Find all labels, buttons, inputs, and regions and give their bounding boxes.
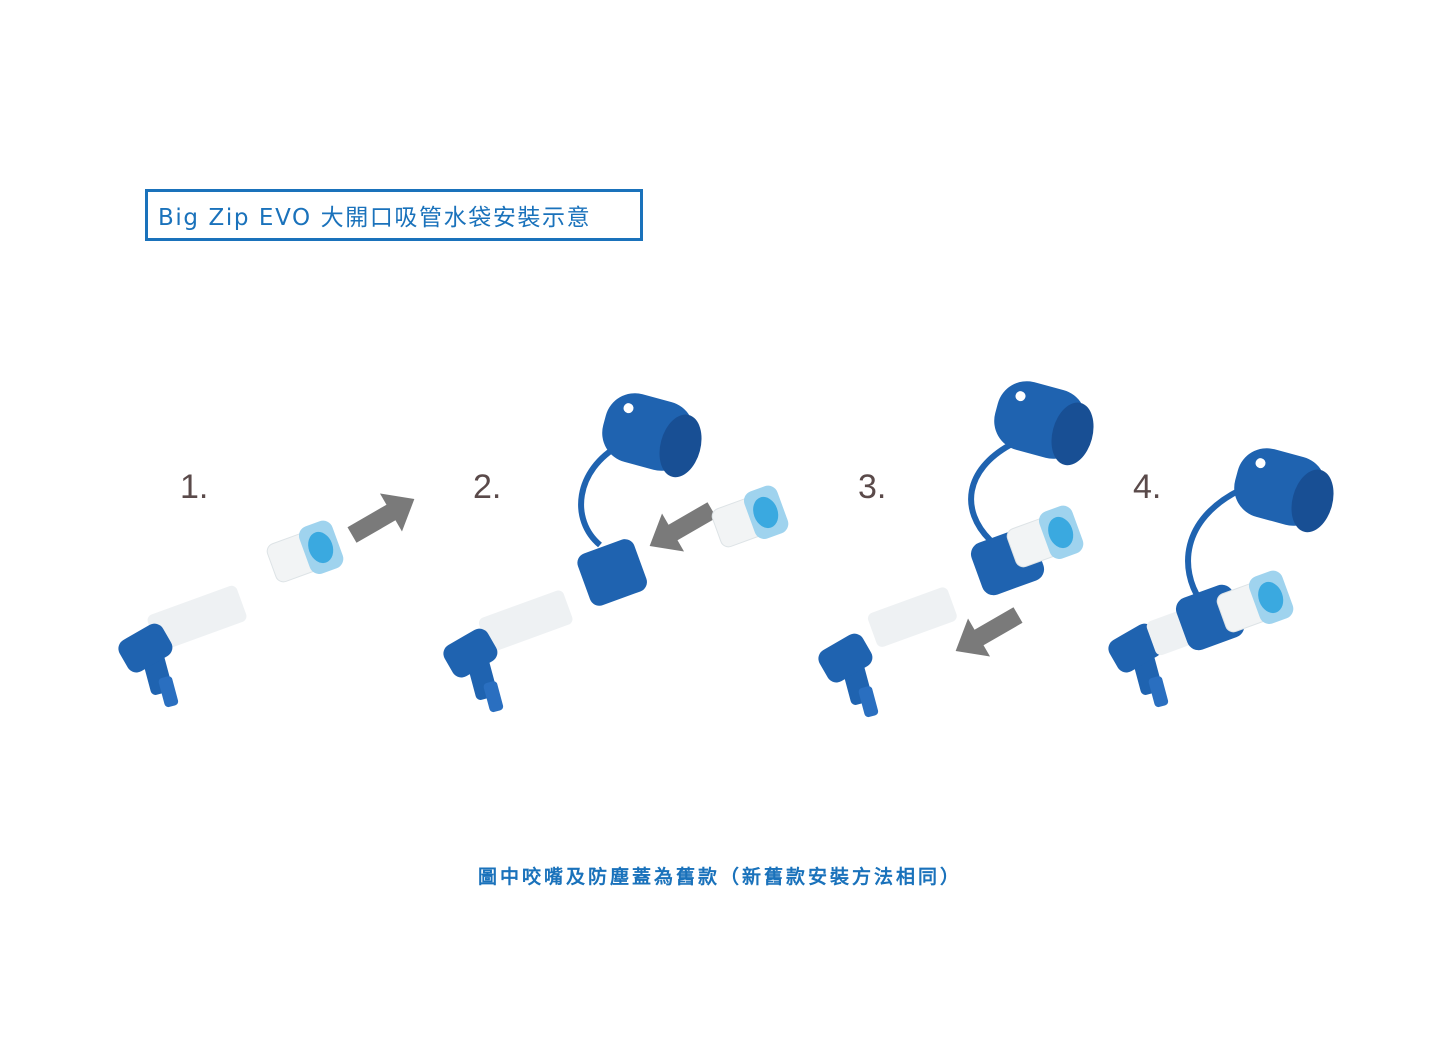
bite-valve-elbow-icon (814, 629, 880, 718)
arrow-icon (341, 479, 426, 555)
step-1-label: 1. (180, 468, 209, 506)
step-3-illustration (814, 374, 1103, 718)
arrow-icon (638, 490, 723, 566)
valve-icon (262, 517, 347, 590)
step-1-illustration (114, 479, 426, 708)
valve-icon (707, 482, 792, 555)
step-3-label: 3. (858, 468, 887, 506)
dust-cap-icon (1226, 441, 1343, 537)
step-2-illustration (439, 386, 792, 713)
diagram-title: Big Zip EVO 大開口吸管水袋安裝示意 (158, 205, 592, 231)
dust-cover-base-icon (577, 539, 647, 606)
tether-icon (968, 442, 1012, 543)
dust-cap-icon (594, 386, 711, 482)
dust-cap-icon (986, 374, 1103, 470)
tube-icon (478, 590, 573, 652)
title-box: Big Zip EVO 大開口吸管水袋安裝示意 (145, 189, 643, 241)
step-4-label: 4. (1133, 468, 1162, 506)
caption-note: 圖中咬嘴及防塵蓋為舊款（新舊款安裝方法相同） (477, 866, 962, 888)
arrow-icon (944, 595, 1029, 671)
step-2-label: 2. (473, 468, 502, 506)
step-4-illustration (1104, 441, 1343, 708)
tether-icon (578, 442, 622, 548)
tether-icon (1185, 487, 1242, 602)
tube-icon (147, 585, 247, 651)
tube-icon (867, 587, 957, 647)
